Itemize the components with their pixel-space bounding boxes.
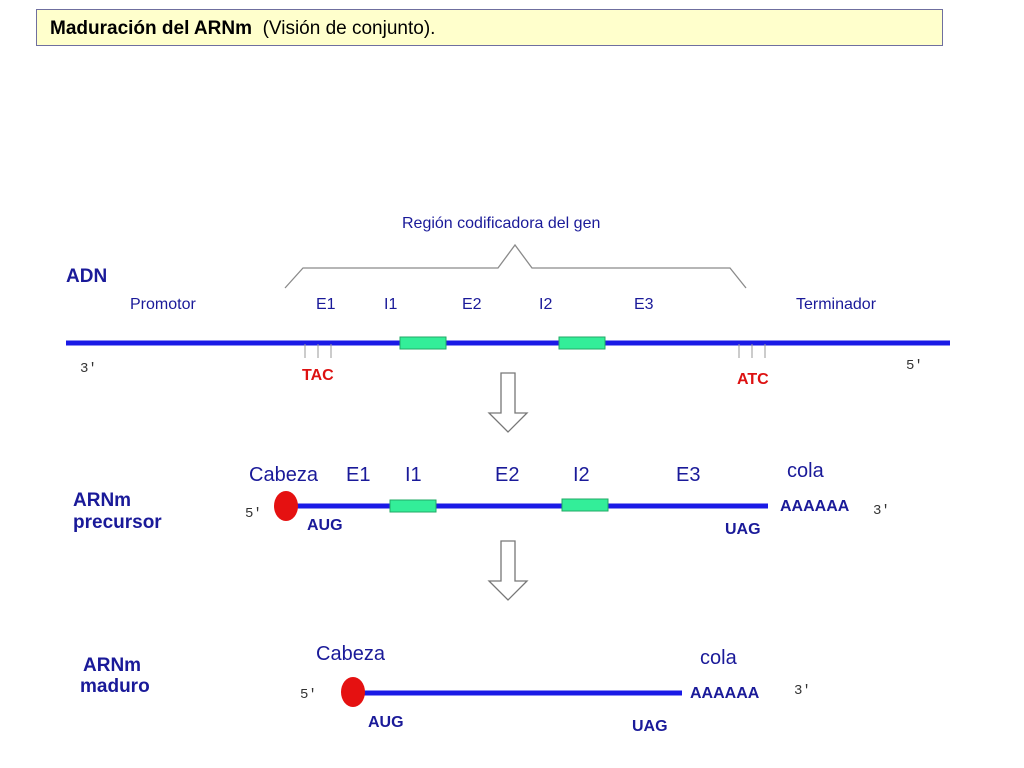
stop-codon-dna: ATC [737,371,769,388]
mature-start-codon: AUG [368,714,404,731]
mature-end-right: 3' [794,683,811,699]
start-codon-dna: TAC [302,367,334,384]
coding-region-brace [284,243,747,289]
dna-end-left: 3' [80,361,97,377]
precursor-tail-label: cola [787,460,825,482]
region-e2: E2 [462,296,482,313]
transcription-arrow [487,372,529,433]
mature-cap-circle [341,677,365,707]
region-promotor: Promotor [130,296,196,313]
region-i2: I2 [539,296,552,313]
precursor-start-codon: AUG [307,517,343,534]
precursor-cap-label: Cabeza [249,464,319,486]
tac-ticks [304,344,332,358]
precursor-end-right: 3' [873,503,890,519]
precursor-end-left: 5' [245,506,262,522]
mature-stop-codon: UAG [632,718,668,735]
atc-ticks [738,344,766,358]
title-bold: Maduración del ARNm [50,18,252,39]
region-e3: E3 [634,296,654,313]
dna-end-right: 5' [906,358,923,374]
precursor-label-line2: precursor [73,512,162,533]
slide-title: Maduración del ARNm (Visión de conjunto)… [36,9,943,46]
intron-box-i1 [399,336,447,350]
splicing-arrow [487,540,529,601]
mature-end-left: 5' [300,687,317,703]
intron-box-i2 [558,336,606,350]
precursor-intron-i2 [561,498,609,512]
region-terminador: Terminador [796,296,877,313]
mature-tail-label: cola [700,647,738,669]
precursor-label-line1: ARNm [73,490,131,511]
precursor-i2: I2 [573,464,590,486]
mature-label-line1: ARNm [83,655,141,676]
precursor-stop-codon: UAG [725,521,761,538]
precursor-polya: AAAAAA [780,498,850,515]
adn-label: ADN [66,266,107,287]
region-i1: I1 [384,296,397,313]
coding-region-label: Región codificadora del gen [402,215,600,232]
mature-label-line2: maduro [80,676,150,697]
precursor-e3: E3 [676,464,700,486]
precursor-cap-circle [274,491,298,521]
precursor-e1: E1 [346,464,370,486]
mature-polya: AAAAAA [690,685,760,702]
precursor-intron-i1 [389,499,437,513]
precursor-i1: I1 [405,464,422,486]
mature-cap-label: Cabeza [316,643,386,665]
precursor-e2: E2 [495,464,519,486]
region-e1: E1 [316,296,336,313]
title-normal: (Visión de conjunto). [262,18,436,39]
